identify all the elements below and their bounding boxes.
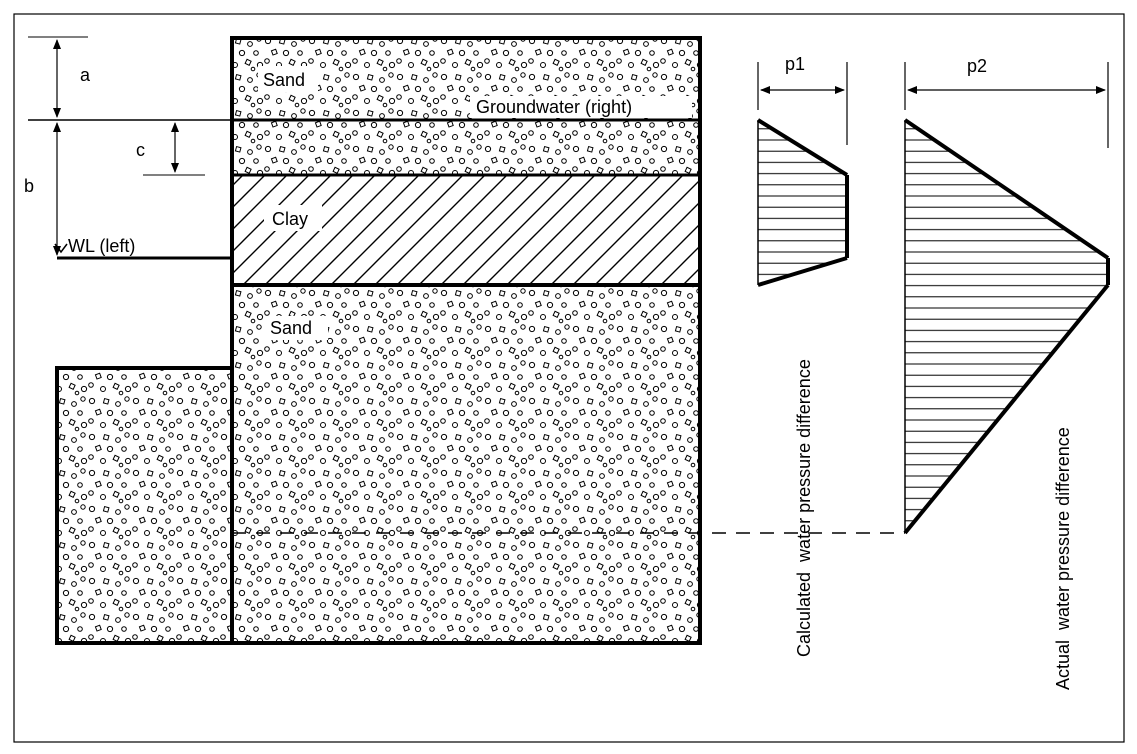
sand-layer-saturated — [232, 120, 700, 175]
label-sand-top: Sand — [263, 70, 305, 90]
p2-bottom-edge — [903, 283, 1110, 535]
sand-left-block — [57, 368, 232, 643]
wl-marker-icon — [54, 243, 68, 254]
p1-bottom-edge — [757, 256, 848, 287]
groundwater-label-bg — [470, 96, 692, 118]
wl-label-bg — [64, 234, 160, 256]
sand-layer-bottom — [232, 285, 700, 643]
label-a: a — [80, 65, 91, 85]
label-groundwater-right: Groundwater (right) — [476, 97, 632, 117]
label-clay: Clay — [272, 209, 308, 229]
p2-top-edge — [903, 118, 1110, 260]
p1-top-edge — [756, 118, 849, 177]
clay-label-bg — [264, 205, 322, 231]
label-p2: p2 — [967, 56, 987, 76]
label-actual: Actual water pressure difference — [1053, 427, 1073, 690]
label-wl-left: WL (left) — [68, 236, 135, 256]
sand-bottom-label-bg — [264, 316, 328, 340]
label-calculated: Calculated water pressure difference — [794, 359, 814, 657]
p2-diagram-fill — [905, 120, 1108, 533]
label-p1: p1 — [785, 54, 805, 74]
outer-frame — [13, 13, 1125, 743]
label-sand-bottom: Sand — [270, 318, 312, 338]
sand-top-label-bg — [258, 66, 318, 92]
label-b: b — [24, 176, 34, 196]
label-c: c — [136, 140, 145, 160]
